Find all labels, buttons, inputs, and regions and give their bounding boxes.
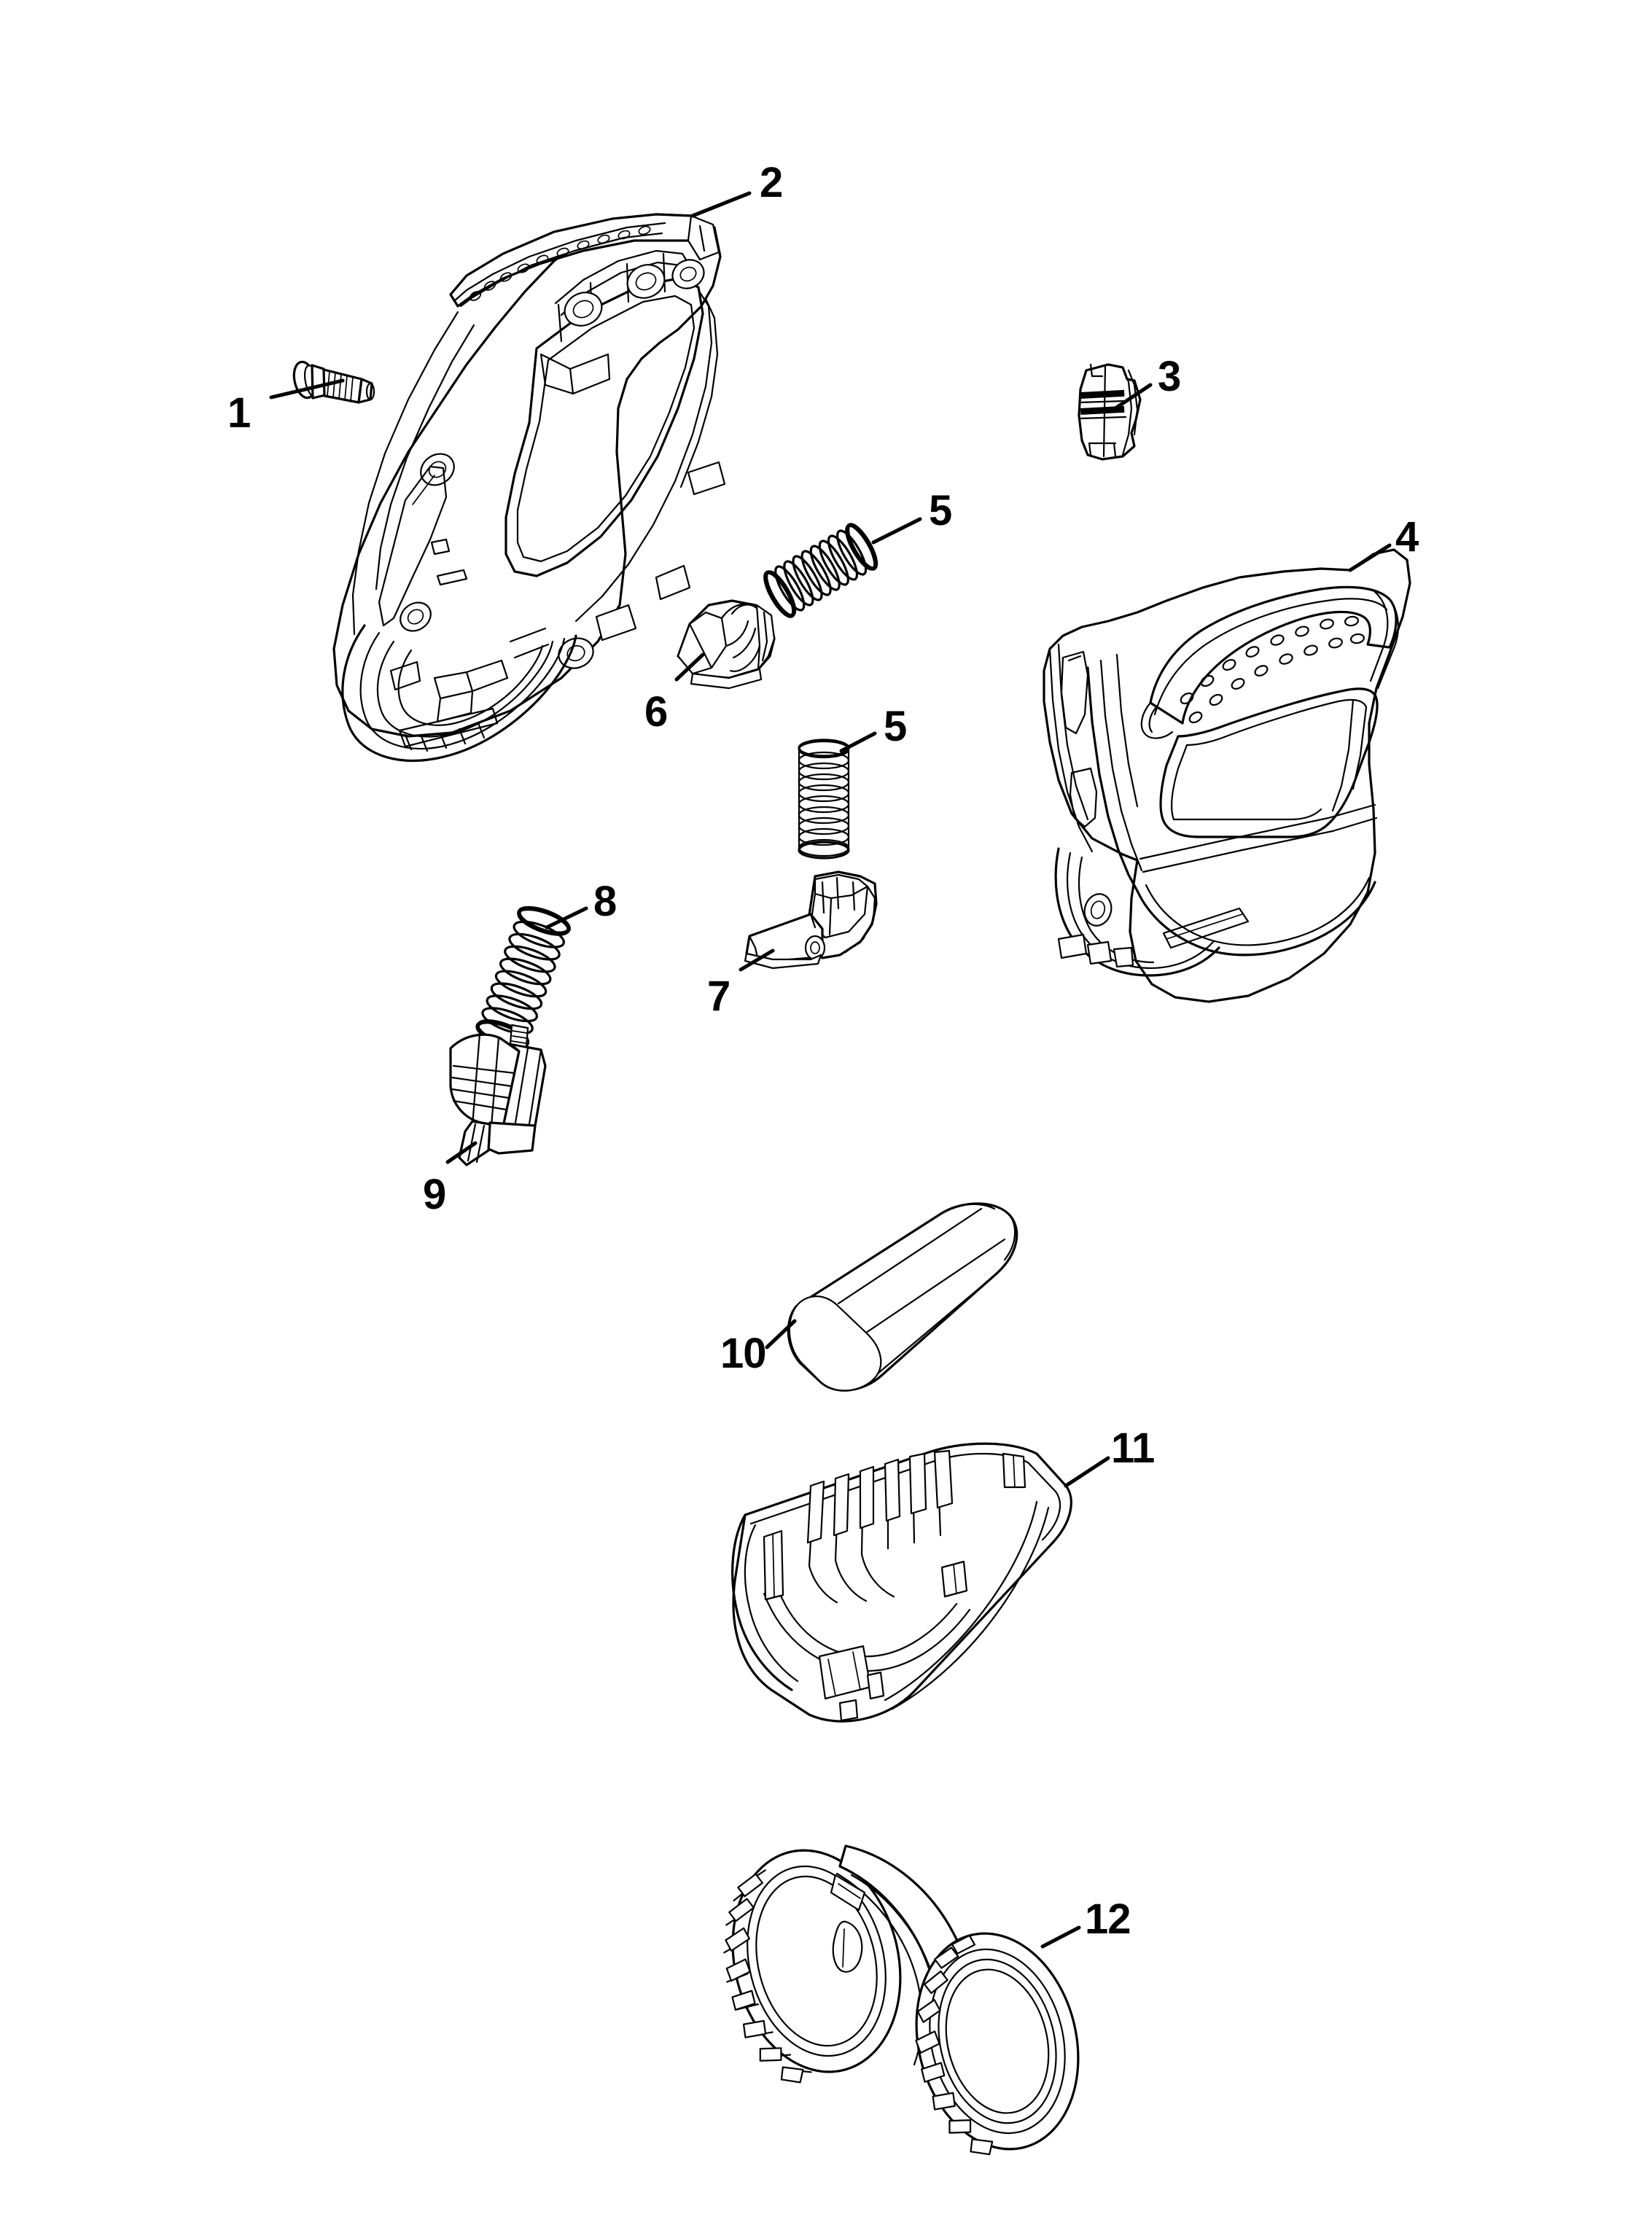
- callout-label-10: 10: [720, 1330, 767, 1377]
- leader-12: [1040, 1925, 1081, 1949]
- callout-label-6: 6: [644, 688, 668, 736]
- leader-7: [739, 948, 775, 972]
- callout-label-5b: 5: [884, 703, 907, 750]
- leader-lines: [269, 191, 1392, 1949]
- callout-label-8: 8: [593, 878, 617, 925]
- part-7-trigger-lever: [744, 870, 878, 970]
- leader-11: [1064, 1456, 1110, 1488]
- part-5b-compression-spring: [798, 739, 850, 860]
- leader-10: [765, 1319, 797, 1349]
- leader-1: [269, 378, 345, 400]
- callout-label-12: 12: [1085, 1895, 1131, 1943]
- part-11-dust-bowl-housing: [731, 1442, 1072, 1723]
- part-10-battery-pack: [787, 1202, 1018, 1392]
- leader-9: [445, 1141, 478, 1164]
- callout-label-4: 4: [1395, 513, 1419, 561]
- leader-6: [674, 652, 705, 682]
- part-4-right-housing-half: [1043, 548, 1411, 1003]
- part-5a-compression-spring: [763, 523, 878, 618]
- leader-2: [690, 191, 752, 218]
- leader-5a: [871, 517, 922, 545]
- leader-3: [1113, 383, 1153, 410]
- callout-label-7: 7: [707, 973, 730, 1020]
- leader-5b: [839, 731, 877, 753]
- callout-label-3: 3: [1158, 353, 1181, 400]
- part-8-compression-spring: [475, 905, 571, 1050]
- callout-label-2: 2: [760, 159, 783, 206]
- leader-8: [545, 906, 588, 930]
- part-9-switch-assembly: [449, 1024, 547, 1166]
- part-6-switch-actuator-cap: [677, 599, 776, 690]
- part-1-screw: [292, 360, 375, 404]
- part-12-wheel-set: [723, 1844, 1080, 2156]
- part-2-left-housing-half: [332, 213, 726, 762]
- callout-label-9: 9: [423, 1171, 446, 1218]
- callout-label-11: 11: [1111, 1425, 1155, 1472]
- callout-label-5a: 5: [929, 487, 952, 534]
- callout-label-1: 1: [227, 389, 251, 437]
- part-3-terminal-clip: [1078, 363, 1142, 461]
- leader-4: [1348, 543, 1392, 572]
